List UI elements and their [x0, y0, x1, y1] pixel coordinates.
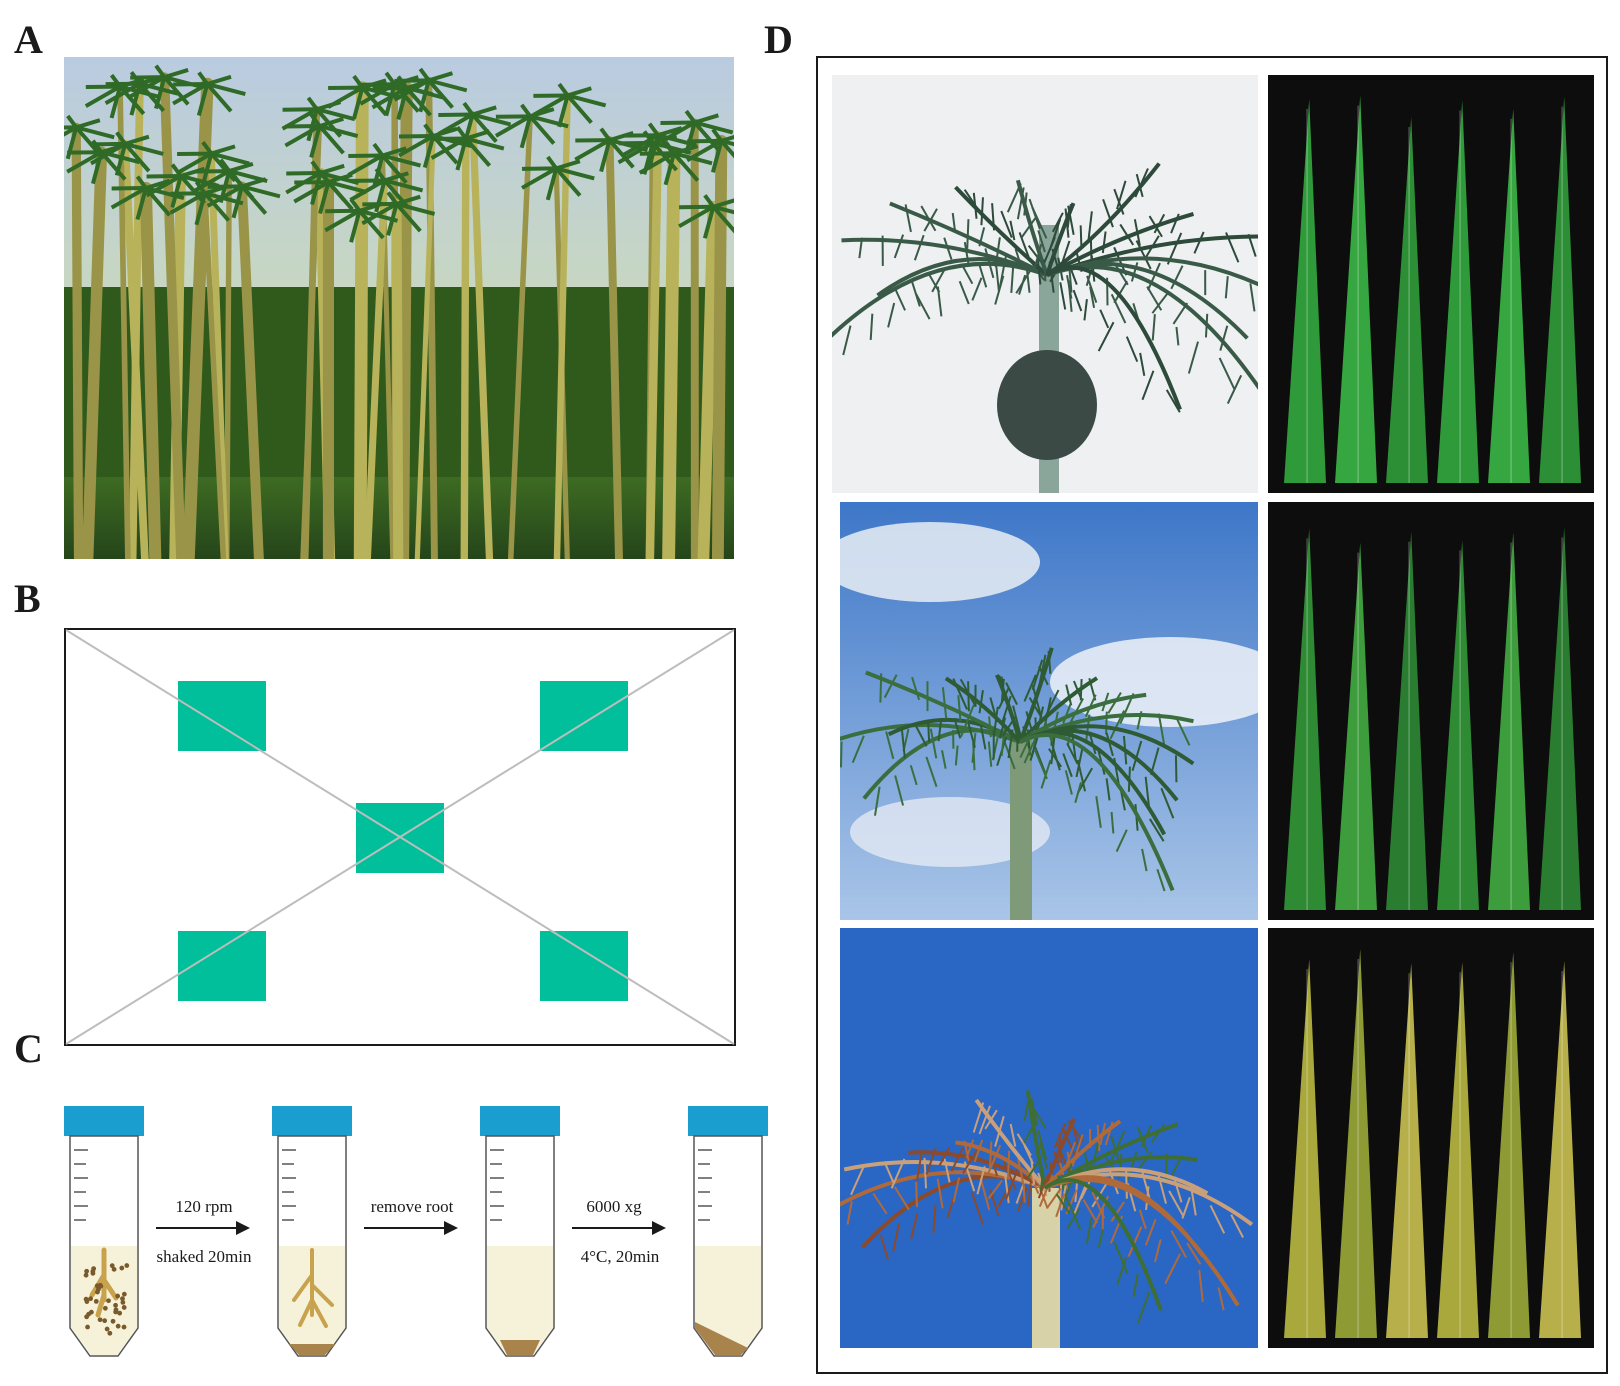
tube-3-root-removed	[480, 1106, 560, 1357]
panel-letter-d: D	[764, 17, 793, 62]
panel-d-leaves-moderate	[1268, 502, 1594, 920]
panel-d-palm-healthy	[832, 75, 1258, 493]
step-1-bottom-label: shaked 20min	[157, 1247, 252, 1266]
panel-c-workflow: 120 rpm shaked 20min remove root 6000 xg…	[54, 1100, 774, 1380]
tube-4-centrifuged	[688, 1106, 768, 1357]
diagonal-line-2	[65, 629, 735, 1045]
tube-2-shaken-root	[272, 1106, 352, 1357]
step-3-top-label: 6000 xg	[586, 1197, 642, 1216]
panel-d-palm-moderate	[840, 502, 1258, 920]
step-2-top-label: remove root	[371, 1197, 454, 1216]
tube-1-with-roots-and-soil	[64, 1106, 144, 1357]
panel-letter-b: B	[14, 576, 41, 621]
panel-b-sampling-diagram	[64, 628, 736, 1046]
quadrat-top-right	[540, 681, 628, 751]
step-1-top-label: 120 rpm	[175, 1197, 232, 1216]
panel-letter-c: C	[14, 1026, 43, 1071]
quadrat-top-left	[178, 681, 266, 751]
panel-d-leaves-healthy	[1268, 75, 1594, 493]
panel-letter-a: A	[14, 17, 43, 62]
panel-a-photo	[64, 57, 734, 559]
panel-d-frame	[816, 56, 1608, 1374]
panel-d-palm-severe	[840, 928, 1258, 1348]
step-3-bottom-label: 4°C, 20min	[581, 1247, 660, 1266]
panel-d-leaves-severe	[1268, 928, 1594, 1348]
quadrat-bottom-right	[540, 931, 628, 1001]
